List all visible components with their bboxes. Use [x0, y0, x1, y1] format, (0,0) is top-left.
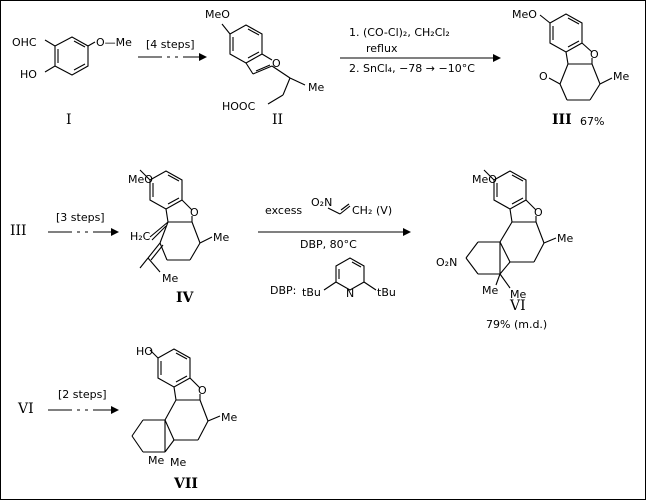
compound-label-VI: VI [510, 298, 526, 314]
r2-line3: 2. SnCl₄, −78 → −10°C [349, 62, 475, 75]
atom-ho-vii: HO [136, 345, 153, 358]
compound-III-structure: MeO O O Me [512, 8, 629, 101]
atom-h2c: H₂C [130, 230, 151, 243]
compound-II-structure: MeO O Me HOOC [205, 8, 324, 113]
compound-label-IV: IV [176, 290, 194, 306]
atom-tbu-left: tBu [302, 286, 321, 299]
atom-o-vi: O [534, 206, 543, 219]
atom-ho: HO [20, 68, 37, 81]
atom-meo-ii: MeO [205, 8, 230, 21]
atom-me-vi-3: Me [510, 288, 526, 301]
r3-steps: [3 steps] [56, 211, 105, 224]
atom-me-iv: Me [213, 231, 229, 244]
atom-ohc: OHC [12, 36, 37, 49]
atom-o-iv: O [190, 206, 199, 219]
atom-ch2: CH₂ [352, 204, 372, 217]
atom-me-vii: Me [221, 411, 237, 424]
r5-start-label: VI [18, 401, 34, 417]
compound-label-II: II [272, 112, 284, 128]
atom-me-ii: Me [308, 81, 324, 94]
atom-n-dbp: N [346, 287, 354, 300]
r4-reagent: excess [265, 204, 303, 217]
r2-line1: 1. (CO-Cl)₂, CH₂Cl₂ [349, 26, 450, 39]
atom-ome: O—Me [96, 36, 132, 49]
r4-conditions: DBP, 80°C [300, 238, 357, 251]
atom-hooc: HOOC [222, 100, 256, 113]
dbp-structure: N tBu tBu [302, 257, 396, 300]
r3-start-label: III [10, 223, 27, 239]
nitroethylene-structure: O₂N CH₂ [311, 196, 372, 217]
atom-o-ii: O [272, 57, 281, 70]
atom-me-iv-2: Me [162, 272, 178, 285]
atom-me-iii: Me [613, 70, 629, 83]
compound-label-I: I [66, 112, 72, 128]
atom-o-vii: O [198, 384, 207, 397]
atom-me-vii-2: Me [148, 454, 164, 467]
r5-steps: [2 steps] [58, 388, 107, 401]
atom-o2n-reagent: O₂N [311, 196, 332, 209]
compound-label-VII: VII [174, 476, 198, 492]
compound-III-yield: 67% [580, 115, 605, 128]
compound-VII-structure: HO O Me Me Me [131, 345, 237, 469]
atom-me-vi: Me [557, 232, 573, 245]
atom-meo-vi: MeO [472, 173, 497, 186]
atom-meo-iv: MeO [128, 173, 153, 186]
compound-label-III: III [552, 112, 572, 128]
compound-VI-yield: 79% (m.d.) [486, 318, 548, 331]
atom-me-vi-2: Me [482, 284, 498, 297]
atom-o2n-vi: O₂N [436, 256, 457, 269]
atom-ketone-o: O [539, 70, 548, 83]
atom-me-vii-3: Me [170, 456, 186, 469]
dbp-label: DBP: [270, 284, 297, 297]
r1-steps: [4 steps] [146, 38, 195, 51]
r2-line2: reflux [366, 42, 398, 55]
r4-reagent-id: (V) [376, 204, 393, 217]
compound-I-structure: OHC HO O—Me [12, 36, 132, 81]
atom-meo-iii: MeO [512, 8, 537, 21]
atom-o-iii: O [590, 48, 599, 61]
atom-tbu-right: tBu [377, 286, 396, 299]
compound-VI-structure: MeO O Me O₂N Me Me [436, 169, 573, 301]
compound-IV-structure: MeO O H₂C Me Me [128, 169, 229, 285]
